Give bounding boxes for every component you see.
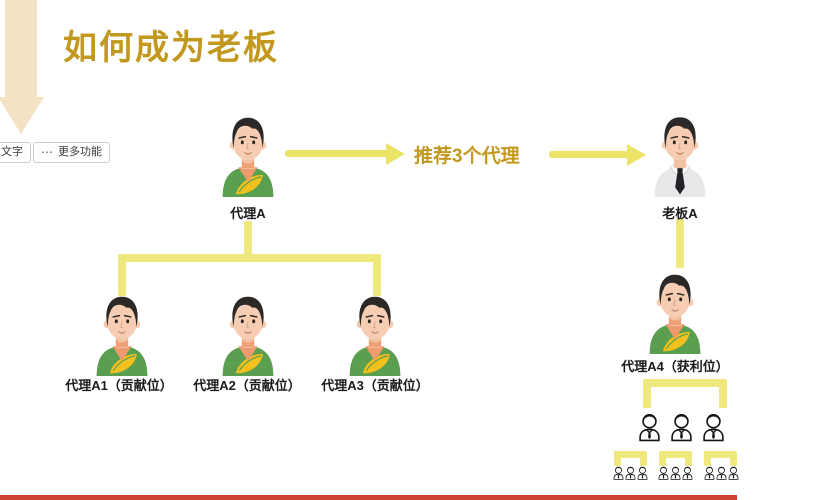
agent-a3-label: 代理A3（贡献位） [321, 378, 429, 393]
tiny-staff-icon [625, 466, 636, 480]
agent-a-label: 代理A [230, 206, 266, 221]
connector-a4-left-leg [643, 379, 651, 408]
tiny-staff-icon [682, 466, 693, 480]
agent-a4-label: 代理A4（获利位） [621, 359, 729, 374]
connector-sub-leg [730, 451, 737, 466]
agent-a1-figure [87, 291, 157, 377]
connector-boss-down [676, 219, 684, 268]
agent-a1-label: 代理A1（贡献位） [65, 378, 173, 393]
agent-a-figure [213, 112, 283, 198]
more-functions-label: 更多功能 [58, 146, 102, 158]
connector-tree-left-leg [118, 254, 126, 296]
tiny-staff-icon [704, 466, 715, 480]
staff-icon [638, 412, 661, 442]
tiny-staff-icon [637, 466, 648, 480]
tiny-staff-icon [716, 466, 727, 480]
flow-arrow-label: 推荐3个代理 [414, 146, 520, 167]
connector-sub-leg [659, 451, 666, 466]
extract-text-button[interactable]: 文字 [0, 142, 31, 163]
agent-a2-figure [213, 291, 283, 377]
down-arrow-head-icon [0, 97, 44, 134]
tiny-staff-icon [670, 466, 681, 480]
connector-sub-bar-3 [704, 451, 737, 458]
flow-arrow-right-shaft [549, 151, 629, 158]
boss-a-figure [645, 112, 715, 198]
video-progress-bar[interactable] [0, 495, 737, 500]
flow-arrow-left-head-icon [386, 143, 405, 165]
connector-tree-bar [118, 254, 381, 262]
tiny-staff-icon [728, 466, 739, 480]
connector-sub-leg [704, 451, 711, 466]
connector-sub-leg [640, 451, 647, 466]
boss-a-label: 老板A [662, 206, 698, 221]
connector-a4-bar [643, 379, 727, 387]
flow-arrow-right-head-icon [627, 144, 646, 166]
connector-a4-right-leg [719, 379, 727, 408]
more-functions-button[interactable]: ⋯ 更多功能 [33, 142, 110, 163]
tiny-staff-icon [613, 466, 624, 480]
agent-a2-label: 代理A2（贡献位） [193, 378, 301, 393]
connector-sub-leg [685, 451, 692, 466]
connector-sub-bar-2 [659, 451, 692, 458]
ellipsis-icon: ⋯ [41, 145, 54, 159]
staff-icon [702, 412, 725, 442]
staff-icon [670, 412, 693, 442]
connector-agent-a-down [244, 221, 252, 255]
down-arrow-icon [5, 0, 37, 97]
flow-arrow-left-shaft [285, 150, 388, 157]
connector-tree-right-leg [373, 254, 381, 296]
connector-sub-bar-1 [614, 451, 647, 458]
agent-a3-figure [340, 291, 410, 377]
extract-text-label: 文字 [1, 146, 23, 158]
agent-a4-figure [640, 269, 710, 355]
tiny-staff-icon [658, 466, 669, 480]
connector-sub-leg [614, 451, 621, 466]
page-title: 如何成为老板 [63, 29, 279, 67]
